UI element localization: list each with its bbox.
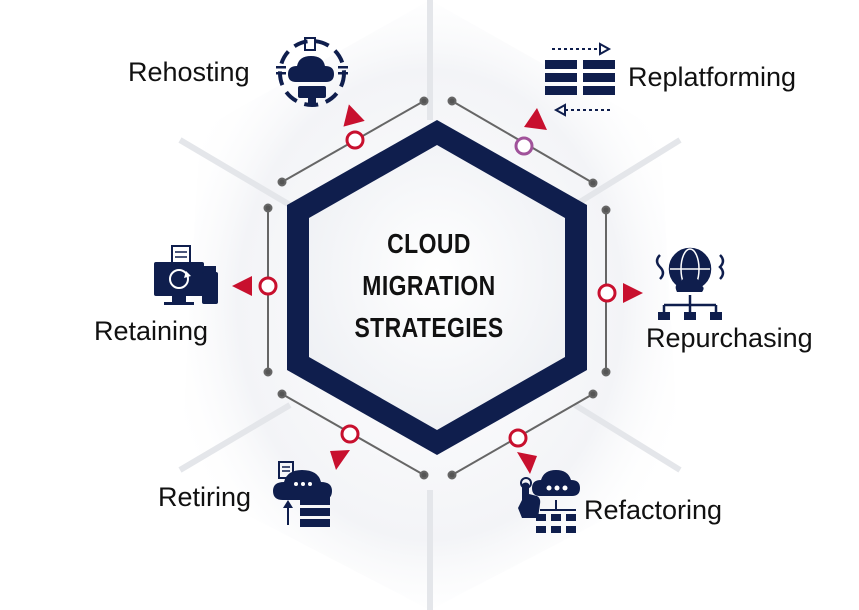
server-transfer-icon (545, 42, 615, 117)
central-hexagon (287, 120, 587, 455)
center-title-line1: CLOUD (387, 228, 471, 259)
marker-rehosting (343, 104, 365, 150)
center-title-line3: STRATEGIES (354, 312, 504, 343)
desktop-refresh-usb-icon (154, 245, 218, 305)
label-rehosting: Rehosting (128, 57, 250, 87)
label-retaining: Retaining (94, 316, 209, 346)
marker-retaining (232, 276, 278, 296)
marker-retiring (330, 424, 360, 470)
marker-refactoring (508, 428, 537, 474)
cloud-database-upload-icon (273, 461, 332, 527)
label-retiring: Retiring (158, 482, 252, 512)
connector-lines (263, 96, 611, 480)
cloud-server-cycle-icon (276, 37, 348, 107)
globe-network-icon (655, 247, 725, 320)
label-repurchasing: Repurchasing (646, 323, 813, 353)
label-replatforming: Replatforming (628, 62, 797, 92)
cloud-touch-network-icon (518, 470, 580, 533)
label-refactoring: Refactoring (584, 495, 723, 525)
marker-replatforming (514, 108, 547, 156)
marker-repurchasing (597, 283, 643, 303)
center-title-line2: MIGRATION (362, 270, 496, 301)
